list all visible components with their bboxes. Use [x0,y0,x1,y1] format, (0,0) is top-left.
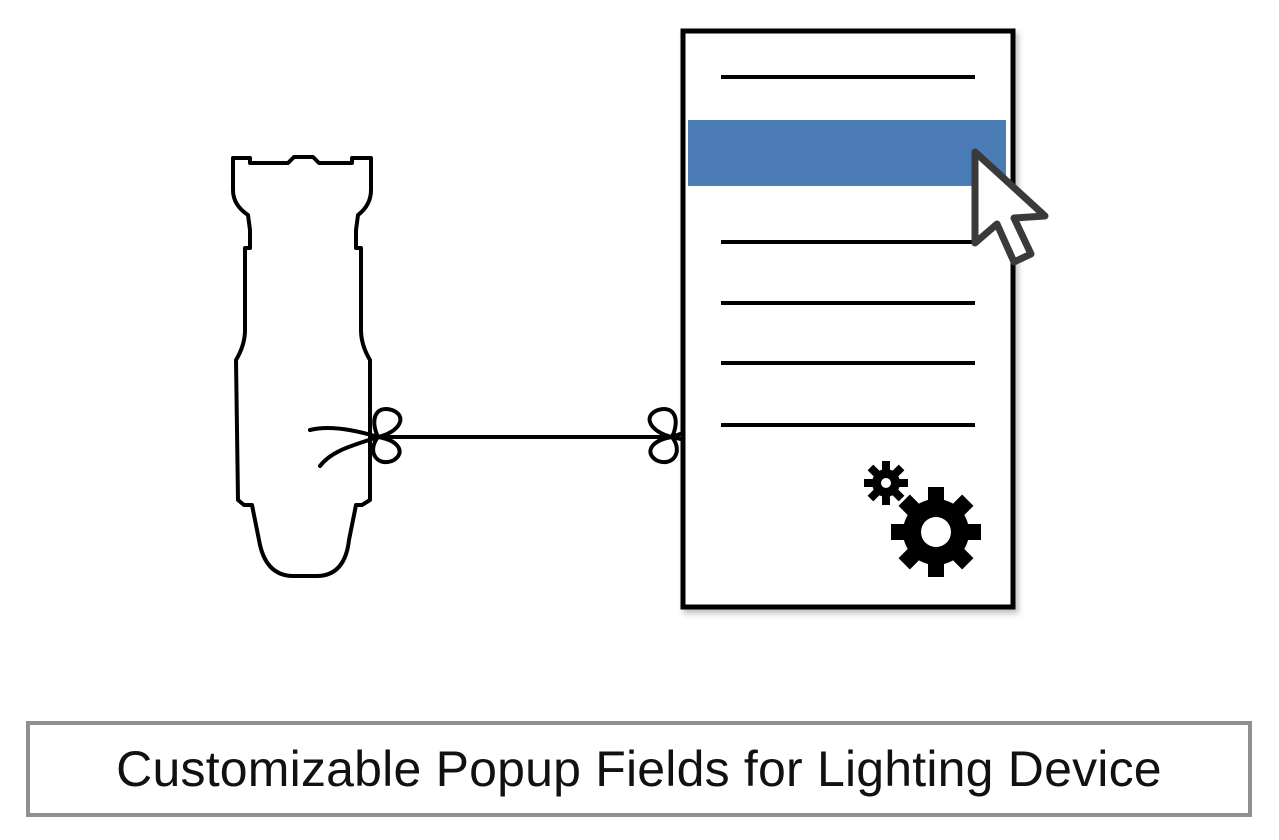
small-gear-icon [864,461,908,505]
flashlight-outline-icon [231,155,373,578]
large-gear-icon [891,487,981,577]
diagram-caption: Customizable Popup Fields for Lighting D… [116,741,1162,797]
caption-box: Customizable Popup Fields for Lighting D… [26,721,1252,817]
string-bow-left-icon [308,407,403,468]
popup-field-selected[interactable] [688,120,1006,186]
diagram-canvas [231,28,1049,610]
mouse-pointer-icon [971,148,1049,266]
